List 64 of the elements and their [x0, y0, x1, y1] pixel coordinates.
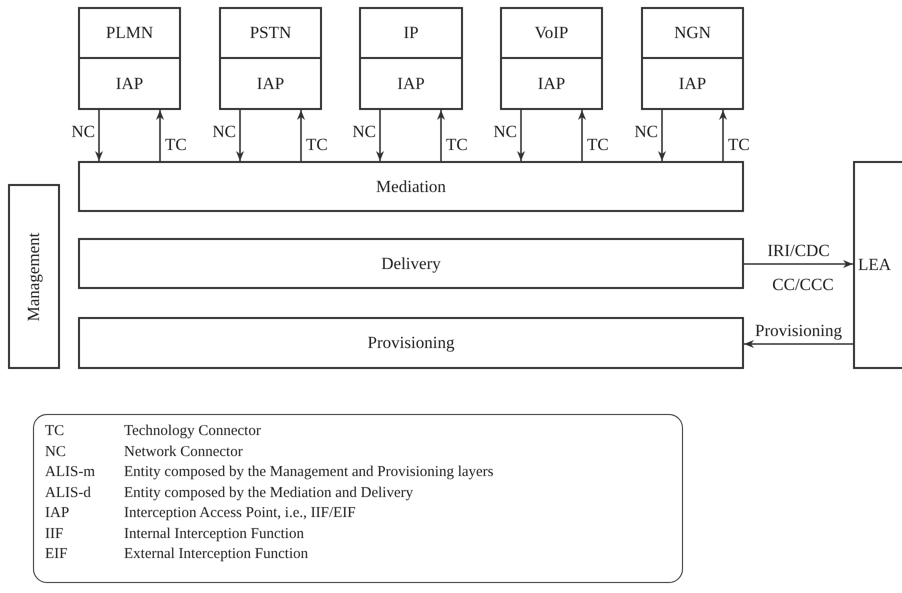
legend-definition: Interception Access Point, i.e., IIF/EIF	[124, 506, 356, 521]
node-label: IP	[403, 23, 419, 43]
process-box	[78, 317, 744, 369]
arrow	[156, 110, 164, 161]
node-label: IAP	[116, 74, 144, 94]
arrow	[517, 110, 525, 161]
edge-label: Provisioning	[754, 322, 843, 339]
edge-label: NC	[633, 123, 658, 140]
node-label: Management	[24, 232, 44, 321]
arrow	[95, 110, 103, 161]
arrow	[437, 110, 445, 161]
edge-label: TC	[446, 136, 468, 153]
edge-label: TC	[728, 136, 750, 153]
legend-definition: Entity composed by the Management and Provisioning layers	[124, 465, 494, 480]
edge-label: NC	[70, 123, 95, 140]
legend-definition: External Interception Function	[124, 547, 308, 562]
edge-label: TC	[306, 136, 328, 153]
legend-abbreviation: ALIS-m	[45, 465, 95, 480]
arrow	[744, 260, 853, 268]
legend-abbreviation: IIF	[45, 526, 64, 542]
edge-label: NC	[351, 123, 376, 140]
arrow	[236, 110, 244, 161]
process-box	[78, 238, 744, 289]
process-box	[500, 7, 603, 110]
arrow	[658, 110, 666, 161]
node-label: Provisioning	[368, 333, 454, 353]
arrow	[744, 340, 853, 348]
edge-label: IRI/CDC	[766, 242, 831, 259]
arrow	[578, 110, 586, 161]
legend-abbreviation: TC	[45, 424, 64, 439]
legend-definition: Technology Connector	[124, 424, 261, 439]
legend-abbreviation: IAP	[45, 506, 70, 521]
edge-label: NC	[211, 123, 236, 140]
process-box	[78, 161, 744, 212]
node-label: PLMN	[106, 23, 154, 43]
node-label: NGN	[674, 23, 711, 43]
node-label: VoIP	[534, 23, 568, 43]
node-label: Delivery	[381, 254, 441, 274]
arrow	[376, 110, 384, 161]
process-box	[219, 7, 322, 110]
legend-definition: Entity composed by the Mediation and Delivery	[124, 486, 414, 500]
legend-abbreviation: EIF	[45, 547, 68, 562]
process-box	[8, 184, 60, 369]
legend-definition: Internal Interception Function	[124, 526, 304, 542]
process-box	[641, 7, 744, 110]
edge-label: TC	[587, 136, 609, 153]
legend-definition: Network Connector	[124, 444, 243, 460]
legend-abbreviation: NC	[45, 444, 66, 460]
process-box	[359, 7, 463, 110]
node-label: IAP	[678, 74, 706, 94]
edge-label: TC	[165, 136, 187, 153]
process-box	[853, 161, 902, 369]
node-label: IAP	[538, 74, 566, 94]
signal-label: CC/CCC	[771, 276, 835, 293]
process-box	[78, 7, 181, 110]
node-label: PSTN	[250, 23, 292, 43]
node-label: Mediation	[376, 176, 446, 196]
edge-label: NC	[492, 123, 517, 140]
node-label: IAP	[397, 74, 425, 94]
arrow	[719, 110, 727, 161]
node-label: LEA	[858, 255, 892, 275]
legend-abbreviation: ALIS-d	[45, 486, 91, 500]
node-label: IAP	[256, 74, 284, 94]
arrow	[297, 110, 305, 161]
